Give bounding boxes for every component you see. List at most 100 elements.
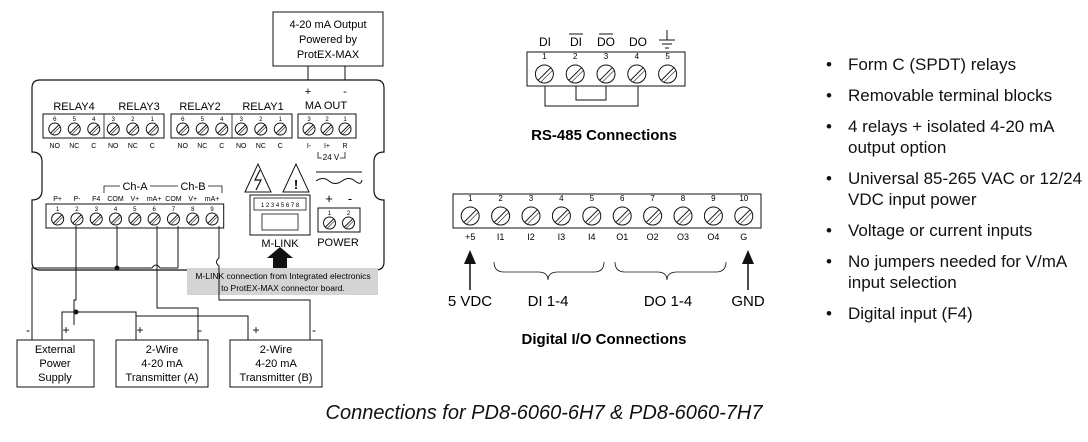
terminal-label: I1 [497, 232, 505, 242]
terminal-screw[interactable] [109, 212, 123, 226]
terminal-label: G [740, 232, 747, 242]
terminal-screw[interactable] [147, 212, 161, 226]
terminal-screw[interactable] [302, 122, 316, 136]
feature-item: Digital input (F4) [822, 303, 1084, 324]
terminal-screw[interactable] [612, 206, 632, 226]
terminal-screw[interactable] [254, 122, 268, 136]
terminal-screw[interactable] [734, 206, 754, 226]
terminal-label: O3 [677, 232, 689, 242]
ma-out-terminal-block: 3I-2I+1R [297, 113, 357, 150]
terminal-screw[interactable] [338, 122, 352, 136]
terminal-screw[interactable] [51, 212, 65, 226]
terminal-screw[interactable] [106, 122, 120, 136]
terminal-screw[interactable] [491, 206, 511, 226]
terminal-screw[interactable] [145, 122, 159, 136]
terminal-label: F4 [92, 196, 100, 203]
di-group-label: DI 1-4 [528, 293, 569, 310]
terminal-screw[interactable] [673, 206, 693, 226]
feature-list: Form C (SPDT) relays Removable terminal … [822, 54, 1084, 334]
terminal-screw[interactable] [323, 216, 336, 230]
terminal-label: NO [236, 143, 247, 150]
terminal-screw[interactable] [70, 212, 84, 226]
terminal-screw[interactable] [627, 64, 647, 84]
terminal-label: C [219, 143, 224, 150]
terminal-number: 5 [590, 194, 595, 203]
ground-icon [659, 30, 675, 49]
junction-dot [73, 309, 79, 315]
terminal-screw[interactable] [551, 206, 571, 226]
terminal-label: I4 [588, 232, 596, 242]
relay3-label: RELAY3 [118, 101, 159, 113]
terminal-label: C [91, 143, 96, 150]
terminal-screw[interactable] [534, 64, 554, 84]
terminal-screw[interactable] [273, 122, 287, 136]
terminal-number: 2 [325, 117, 329, 123]
terminal-screw[interactable] [126, 122, 140, 136]
mlink-note-line1: M-LINK connection from Integrated electr… [195, 271, 370, 281]
terminal-number: 3 [112, 117, 116, 123]
terminal-screw[interactable] [215, 122, 229, 136]
relay1-label: RELAY1 [242, 101, 283, 113]
terminal-label: COM [107, 196, 124, 203]
transmitter-a-line3: Transmitter (A) [126, 372, 199, 384]
rs485-signal-label: DO [597, 35, 615, 49]
terminal-screw[interactable] [87, 122, 101, 136]
rs485-signal-label: DI [539, 35, 551, 49]
terminal-label: I+ [324, 143, 330, 150]
terminal-screw[interactable] [342, 216, 355, 230]
ma-out-note: 24 V [323, 153, 340, 162]
terminal-screw[interactable] [234, 122, 248, 136]
ma-out-title: MA OUT [305, 100, 347, 112]
terminal-screw[interactable] [521, 206, 541, 226]
terminal-label: +5 [465, 232, 475, 242]
terminal-screw[interactable] [596, 64, 616, 84]
power-label: POWER [317, 237, 359, 249]
terminal-screw[interactable] [166, 212, 180, 226]
feature-item: Removable terminal blocks [822, 85, 1084, 106]
terminal-screw[interactable] [186, 212, 200, 226]
terminal-screw[interactable] [176, 122, 190, 136]
mlink-note: M-LINK connection from Integrated electr… [187, 268, 378, 295]
terminal-label: I2 [527, 232, 535, 242]
terminal-screw[interactable] [89, 212, 103, 226]
terminal-number: 3 [95, 207, 99, 213]
mlink-pin-row [253, 197, 307, 211]
channel-b-label: Ch-B [180, 181, 205, 193]
terminal-screw[interactable] [658, 64, 678, 84]
transmitter-b-line1: 2-Wire [260, 344, 292, 356]
terminal-screw[interactable] [205, 212, 219, 226]
terminal-label: C [278, 143, 283, 150]
rs485-jumpers [544, 86, 639, 107]
terminal-screw[interactable] [582, 206, 602, 226]
terminal-label: O1 [616, 232, 628, 242]
terminal-screw[interactable] [48, 122, 62, 136]
relay4-label: RELAY4 [53, 101, 94, 113]
terminal-label: mA+ [205, 196, 220, 203]
output-box: 4-20 mA Output Powered by ProtEX-MAX [272, 11, 384, 67]
terminal-screw[interactable] [643, 206, 663, 226]
terminal-number: 4 [114, 207, 118, 213]
transmitter-a: + - 2-Wire 4-20 mA Transmitter (A) [115, 323, 209, 388]
terminal-label: V+ [188, 196, 197, 203]
transmitter-b-line3: Transmitter (B) [240, 372, 313, 384]
terminal-label: NC [256, 143, 266, 150]
terminal-label: O4 [707, 232, 719, 242]
transmitter-b-plus: + [252, 323, 259, 337]
terminal-number: 1 [279, 117, 283, 123]
terminal-screw[interactable] [67, 122, 81, 136]
mlink-note-line2: to ProtEX-MAX connector board. [221, 283, 345, 293]
mlink-arrow-icon [267, 247, 293, 268]
terminal-screw[interactable] [195, 122, 209, 136]
output-box-line3: ProtEX-MAX [297, 49, 360, 61]
vdc-label: 5 VDC [448, 293, 492, 310]
supply-line3: Supply [38, 372, 72, 384]
terminal-screw[interactable] [128, 212, 142, 226]
terminal-number: 1 [542, 52, 547, 61]
terminal-label: NO [50, 143, 61, 150]
terminal-screw[interactable] [320, 122, 334, 136]
terminal-number: 5 [665, 52, 670, 61]
terminal-screw[interactable] [703, 206, 723, 226]
terminal-screw[interactable] [565, 64, 585, 84]
terminal-screw[interactable] [460, 206, 480, 226]
